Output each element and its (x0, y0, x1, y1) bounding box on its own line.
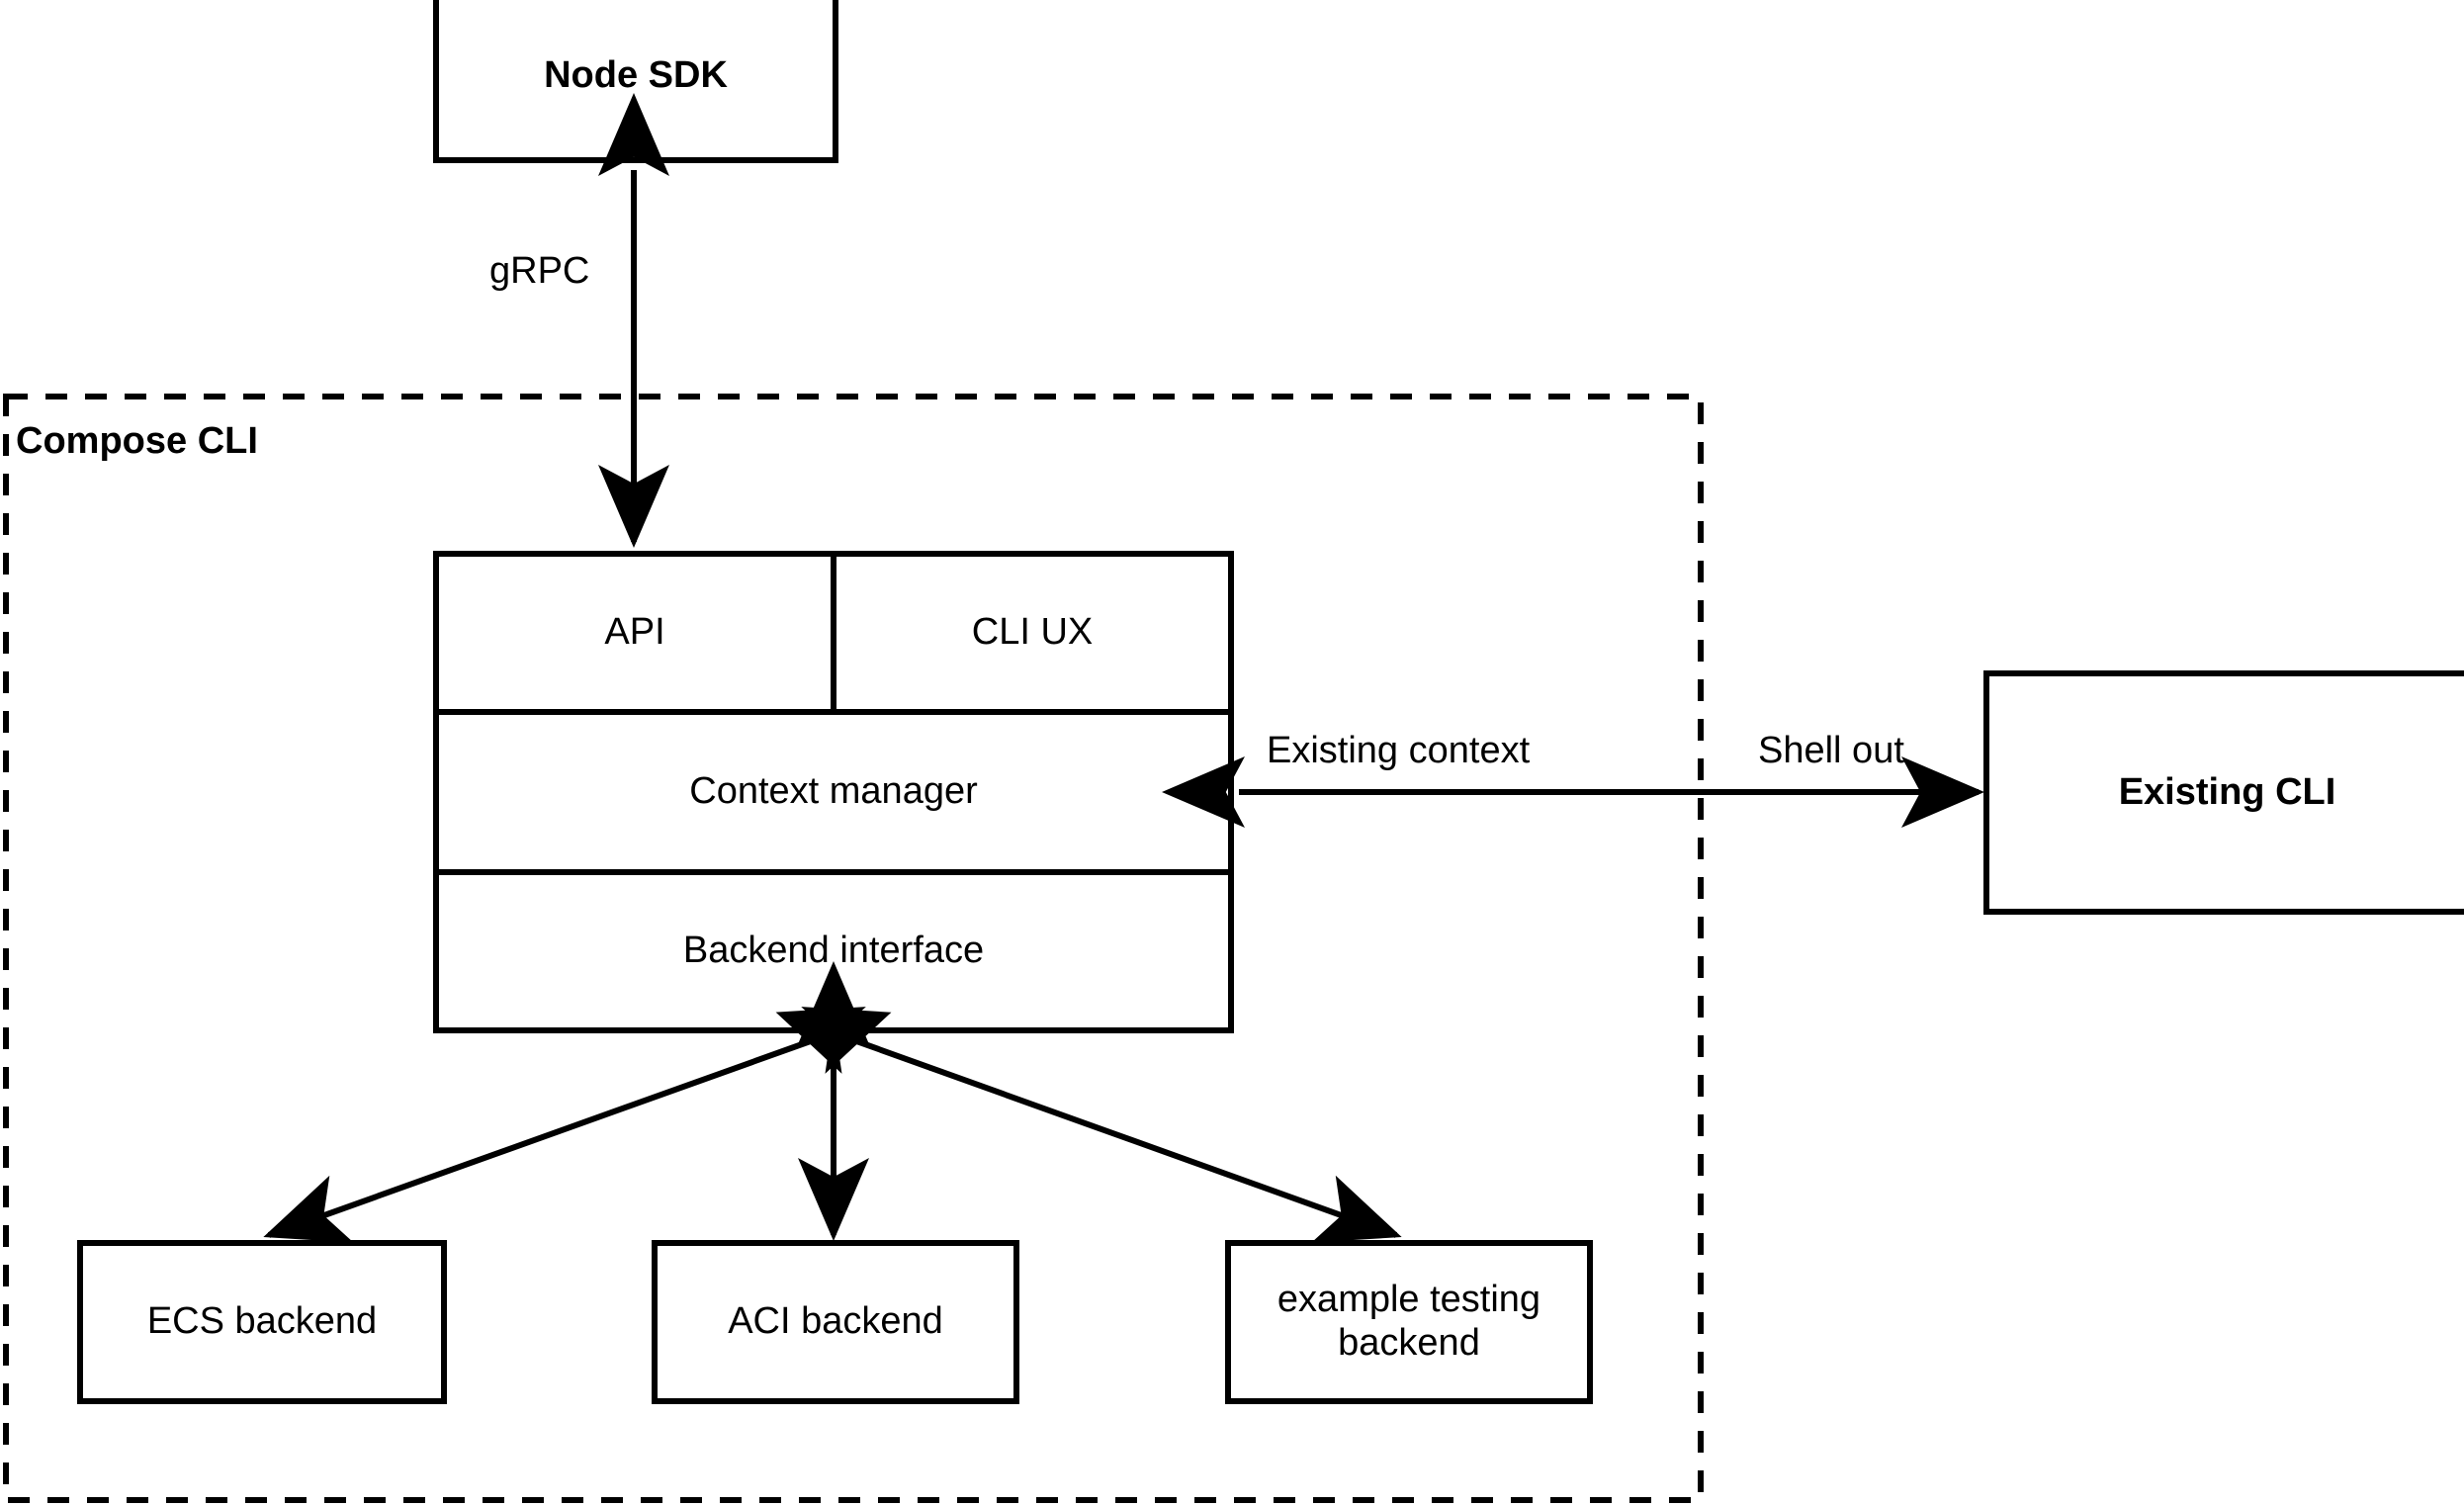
compose-cli-group-border (3, 394, 1704, 1503)
example-testing-backend-box (1225, 1240, 1593, 1404)
backend-interface-to-example-connector (775, 1007, 1402, 1243)
ecs-backend-box (77, 1240, 447, 1404)
existing-cli-box (1983, 670, 2464, 915)
node-sdk-box (433, 0, 838, 163)
aci-backend-box (652, 1240, 1019, 1404)
backend-interface-to-ecs-connector (263, 1007, 892, 1243)
